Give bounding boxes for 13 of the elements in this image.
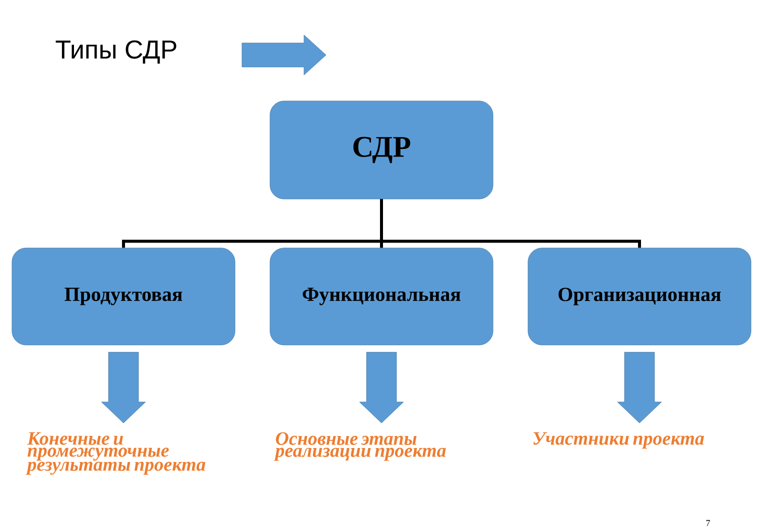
result-text: Конечные и промежуточные результаты проекта <box>26 432 206 475</box>
result-text: Участники проекта <box>533 432 704 449</box>
process-box: СДР <box>270 100 494 200</box>
block-arrow <box>617 352 662 424</box>
process-box: Продуктовая <box>12 248 236 346</box>
block-arrow <box>101 352 146 424</box>
process-box: Функциональная <box>270 248 494 346</box>
block-arrow <box>359 352 404 424</box>
page-number: 7 <box>706 520 710 526</box>
result-text: Основные этапы реализации проекта <box>274 432 446 461</box>
title: Типы СДР <box>56 40 176 64</box>
process-box: Организационная <box>528 248 752 346</box>
connector-line <box>380 199 641 248</box>
